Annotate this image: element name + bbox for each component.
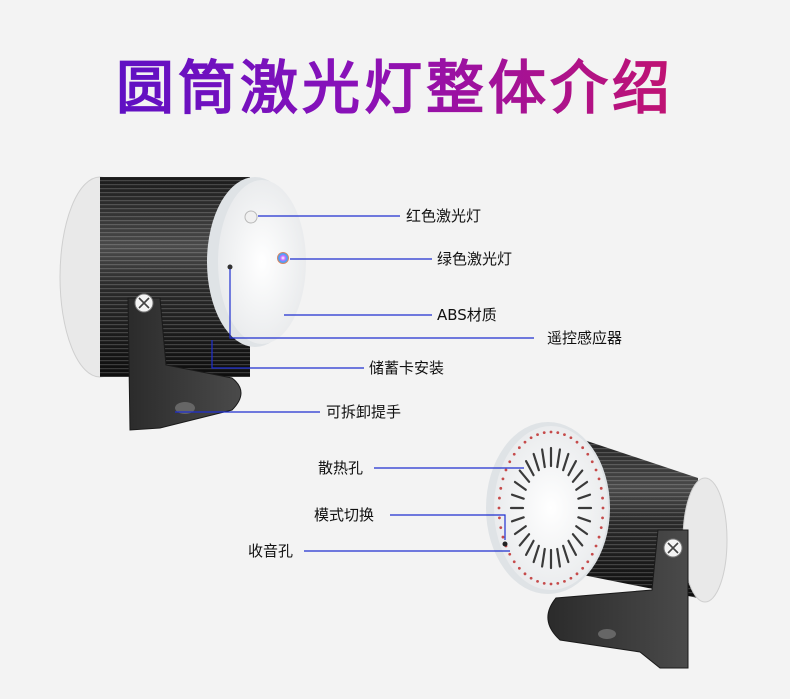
perimeter-dot <box>599 526 603 530</box>
heat-vent-slot <box>518 533 531 547</box>
perimeter-dot <box>512 452 516 456</box>
heat-vent-slots <box>509 446 593 570</box>
perimeter-dot <box>499 526 503 530</box>
perimeter-dot <box>517 566 521 570</box>
label-abs-material: ABS材质 <box>437 306 497 324</box>
label-mic-hole: 收音孔 <box>248 542 294 560</box>
perimeter-dot <box>556 581 560 585</box>
heat-vent-slot <box>571 533 584 547</box>
perimeter-dot <box>601 516 604 520</box>
heat-vent-slot <box>524 459 535 477</box>
perimeter-dot <box>498 516 501 520</box>
perimeter-dot <box>504 468 508 472</box>
heat-vent-slot <box>575 480 589 491</box>
label-green-laser: 绿色激光灯 <box>437 250 513 268</box>
callout-line-remote-sensor <box>229 269 534 339</box>
back-unit-end-cap <box>682 477 728 603</box>
heat-vent-slot <box>540 547 546 568</box>
perimeter-dot <box>599 486 603 490</box>
front-unit-bracket <box>127 297 242 431</box>
heat-vent-slot <box>577 516 592 523</box>
perimeter-dot <box>586 560 590 564</box>
perimeter-dot <box>517 446 521 450</box>
perimeter-dot <box>549 430 553 434</box>
remote-sensor-icon <box>227 264 233 270</box>
heat-vent-slot <box>540 448 546 469</box>
perimeter-dot <box>508 460 512 464</box>
label-card-install: 储蓄卡安装 <box>369 359 445 377</box>
back-unit-bracket <box>547 529 689 669</box>
perimeter-dot <box>497 506 501 510</box>
heat-vent-slot <box>556 547 562 568</box>
perimeter-dot <box>523 572 527 576</box>
heat-vent-slot <box>571 469 584 483</box>
perimeter-dot <box>499 486 503 490</box>
heat-vent-slot <box>510 493 525 500</box>
perimeter-dot <box>597 477 601 481</box>
perimeter-dot <box>529 576 533 580</box>
perimeter-dot <box>581 446 585 450</box>
perimeter-dot <box>549 582 553 586</box>
red-laser-lens-icon <box>244 210 258 224</box>
perimeter-dot <box>512 560 516 564</box>
perimeter-dot <box>594 544 598 548</box>
perimeter-dots <box>497 430 605 586</box>
heat-vent-slot <box>567 539 578 557</box>
heat-vent-slot <box>567 459 578 477</box>
perimeter-dot <box>536 580 539 583</box>
perimeter-dot <box>508 552 512 556</box>
heat-vent-slot <box>562 452 570 472</box>
heat-vent-slot <box>562 544 570 564</box>
heat-vent-slot <box>575 525 589 536</box>
heat-vent-slot <box>513 480 527 491</box>
heat-vent-slot <box>524 539 535 557</box>
page-title: 圆筒激光灯整体介绍 <box>0 52 790 124</box>
perimeter-dot <box>601 496 604 500</box>
perimeter-dot <box>498 496 501 500</box>
perimeter-dot <box>581 566 585 570</box>
heat-vent-slot <box>577 493 592 500</box>
perimeter-dot <box>523 440 527 444</box>
perimeter-dot <box>597 535 601 539</box>
perimeter-dot <box>590 460 594 464</box>
back-unit <box>486 422 728 669</box>
callout-line-card-install <box>211 340 364 369</box>
perimeter-dot <box>529 436 533 440</box>
perimeter-dot <box>501 535 505 539</box>
callout-lines <box>175 215 534 552</box>
perimeter-dot <box>536 433 539 436</box>
perimeter-dot <box>575 572 579 576</box>
perimeter-dot <box>590 552 594 556</box>
perimeter-dot <box>563 433 566 436</box>
heat-vent-slot <box>518 469 531 483</box>
perimeter-dot <box>575 440 579 444</box>
perimeter-dot <box>542 431 546 435</box>
perimeter-dot <box>563 580 566 583</box>
label-detachable-handle: 可拆卸提手 <box>326 403 402 421</box>
mode-switch-button-icon <box>502 541 508 547</box>
perimeter-dot <box>569 576 573 580</box>
heat-vent-slot <box>532 544 540 564</box>
perimeter-dot <box>601 506 605 510</box>
heat-vent-slot <box>513 525 527 536</box>
perimeter-dot <box>501 477 505 481</box>
perimeter-dot <box>569 436 573 440</box>
perimeter-dot <box>594 468 598 472</box>
heat-vent-slot <box>510 516 525 523</box>
callout-line-mode-switch <box>390 514 506 540</box>
label-red-laser: 红色激光灯 <box>406 207 482 225</box>
front-unit <box>59 176 306 431</box>
heat-vent-slot <box>532 452 540 472</box>
green-laser-lens-icon <box>277 252 289 264</box>
perimeter-dot <box>586 452 590 456</box>
heat-vent-slot <box>556 448 562 469</box>
label-remote-sensor: 遥控感应器 <box>547 329 623 347</box>
perimeter-dot <box>556 431 560 435</box>
label-mode-switch: 模式切换 <box>314 506 375 524</box>
perimeter-dot <box>542 581 546 585</box>
label-heat-vents: 散热孔 <box>318 459 364 477</box>
